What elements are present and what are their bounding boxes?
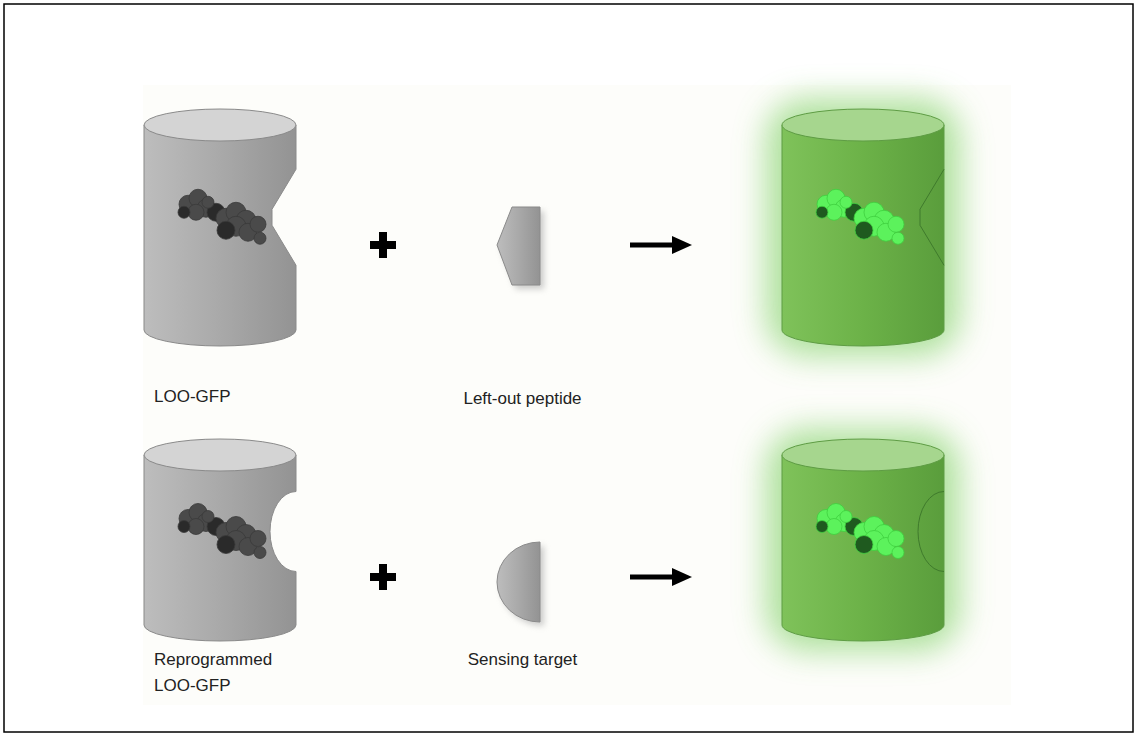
- chromophore-atom: [217, 536, 235, 554]
- fluorescence-glow: [766, 429, 960, 651]
- shape-outline: [450, 535, 595, 625]
- barrel-top: [782, 109, 944, 141]
- reaction-arrow: [630, 243, 676, 248]
- chromophore-atom: [888, 531, 904, 547]
- barrel-body: [144, 455, 296, 641]
- chromophore-atom: [217, 221, 235, 239]
- chromophore-atom: [254, 232, 266, 244]
- chromophore-atom: [888, 216, 904, 232]
- chromophore-atom: [202, 196, 214, 208]
- fluorescent-barrel: [782, 439, 944, 641]
- protein-barrel: LOO-GFP: [140, 105, 300, 410]
- chromophore-atom: [855, 536, 873, 554]
- plus-sign: [370, 564, 396, 590]
- chromophore-atom: [178, 521, 190, 533]
- chromophore-atom: [892, 232, 904, 244]
- node-label: Sensing target: [450, 647, 595, 673]
- node-label: LOO-GFP: [140, 384, 290, 410]
- plus-sign: [370, 232, 396, 258]
- chromophore-atom: [202, 511, 214, 523]
- chromophore-atom: [826, 519, 842, 535]
- node-label: Reprogrammed LOO-GFP: [140, 647, 290, 700]
- barrel-top: [782, 439, 944, 471]
- fluorescent-barrel: [782, 109, 944, 346]
- node-label: Left-out peptide: [450, 386, 595, 412]
- chromophore-atom: [840, 511, 852, 523]
- peptide-piece: Left-out peptide: [450, 200, 595, 412]
- chromophore-atom: [816, 206, 828, 218]
- shape-outline: [140, 105, 300, 350]
- panel-ground: [143, 85, 1011, 705]
- chromophore-atom: [840, 196, 852, 208]
- peptide-shape: [497, 207, 540, 285]
- barrel-top: [144, 439, 296, 471]
- arrow-head: [672, 568, 692, 586]
- barrel-body: [144, 125, 296, 346]
- arrow-head: [672, 236, 692, 254]
- chromophore-atom: [178, 206, 190, 218]
- inserted-outline: [918, 492, 944, 572]
- barrel-top: [144, 109, 296, 141]
- chromophore-atom: [250, 531, 266, 547]
- chromophore-atom: [826, 204, 842, 220]
- chromophore-atom: [892, 547, 904, 559]
- peptide-piece: Sensing target: [450, 535, 595, 673]
- shape-outline: [450, 200, 595, 290]
- chromophore-atom: [816, 521, 828, 533]
- chromophore-atom: [855, 221, 873, 239]
- chromophore-atom: [250, 216, 266, 232]
- shape-outline: [140, 435, 300, 645]
- protein-barrel: Reprogrammed LOO-GFP: [140, 435, 300, 700]
- peptide-shape: [497, 542, 540, 622]
- chromophore-atom: [254, 547, 266, 559]
- inserted-outline: [920, 169, 944, 265]
- reaction-arrow: [630, 575, 676, 580]
- barrel-body: [782, 455, 944, 641]
- barrel-body: [782, 125, 944, 346]
- fluorescence-glow: [766, 99, 960, 356]
- frame: [4, 4, 1133, 732]
